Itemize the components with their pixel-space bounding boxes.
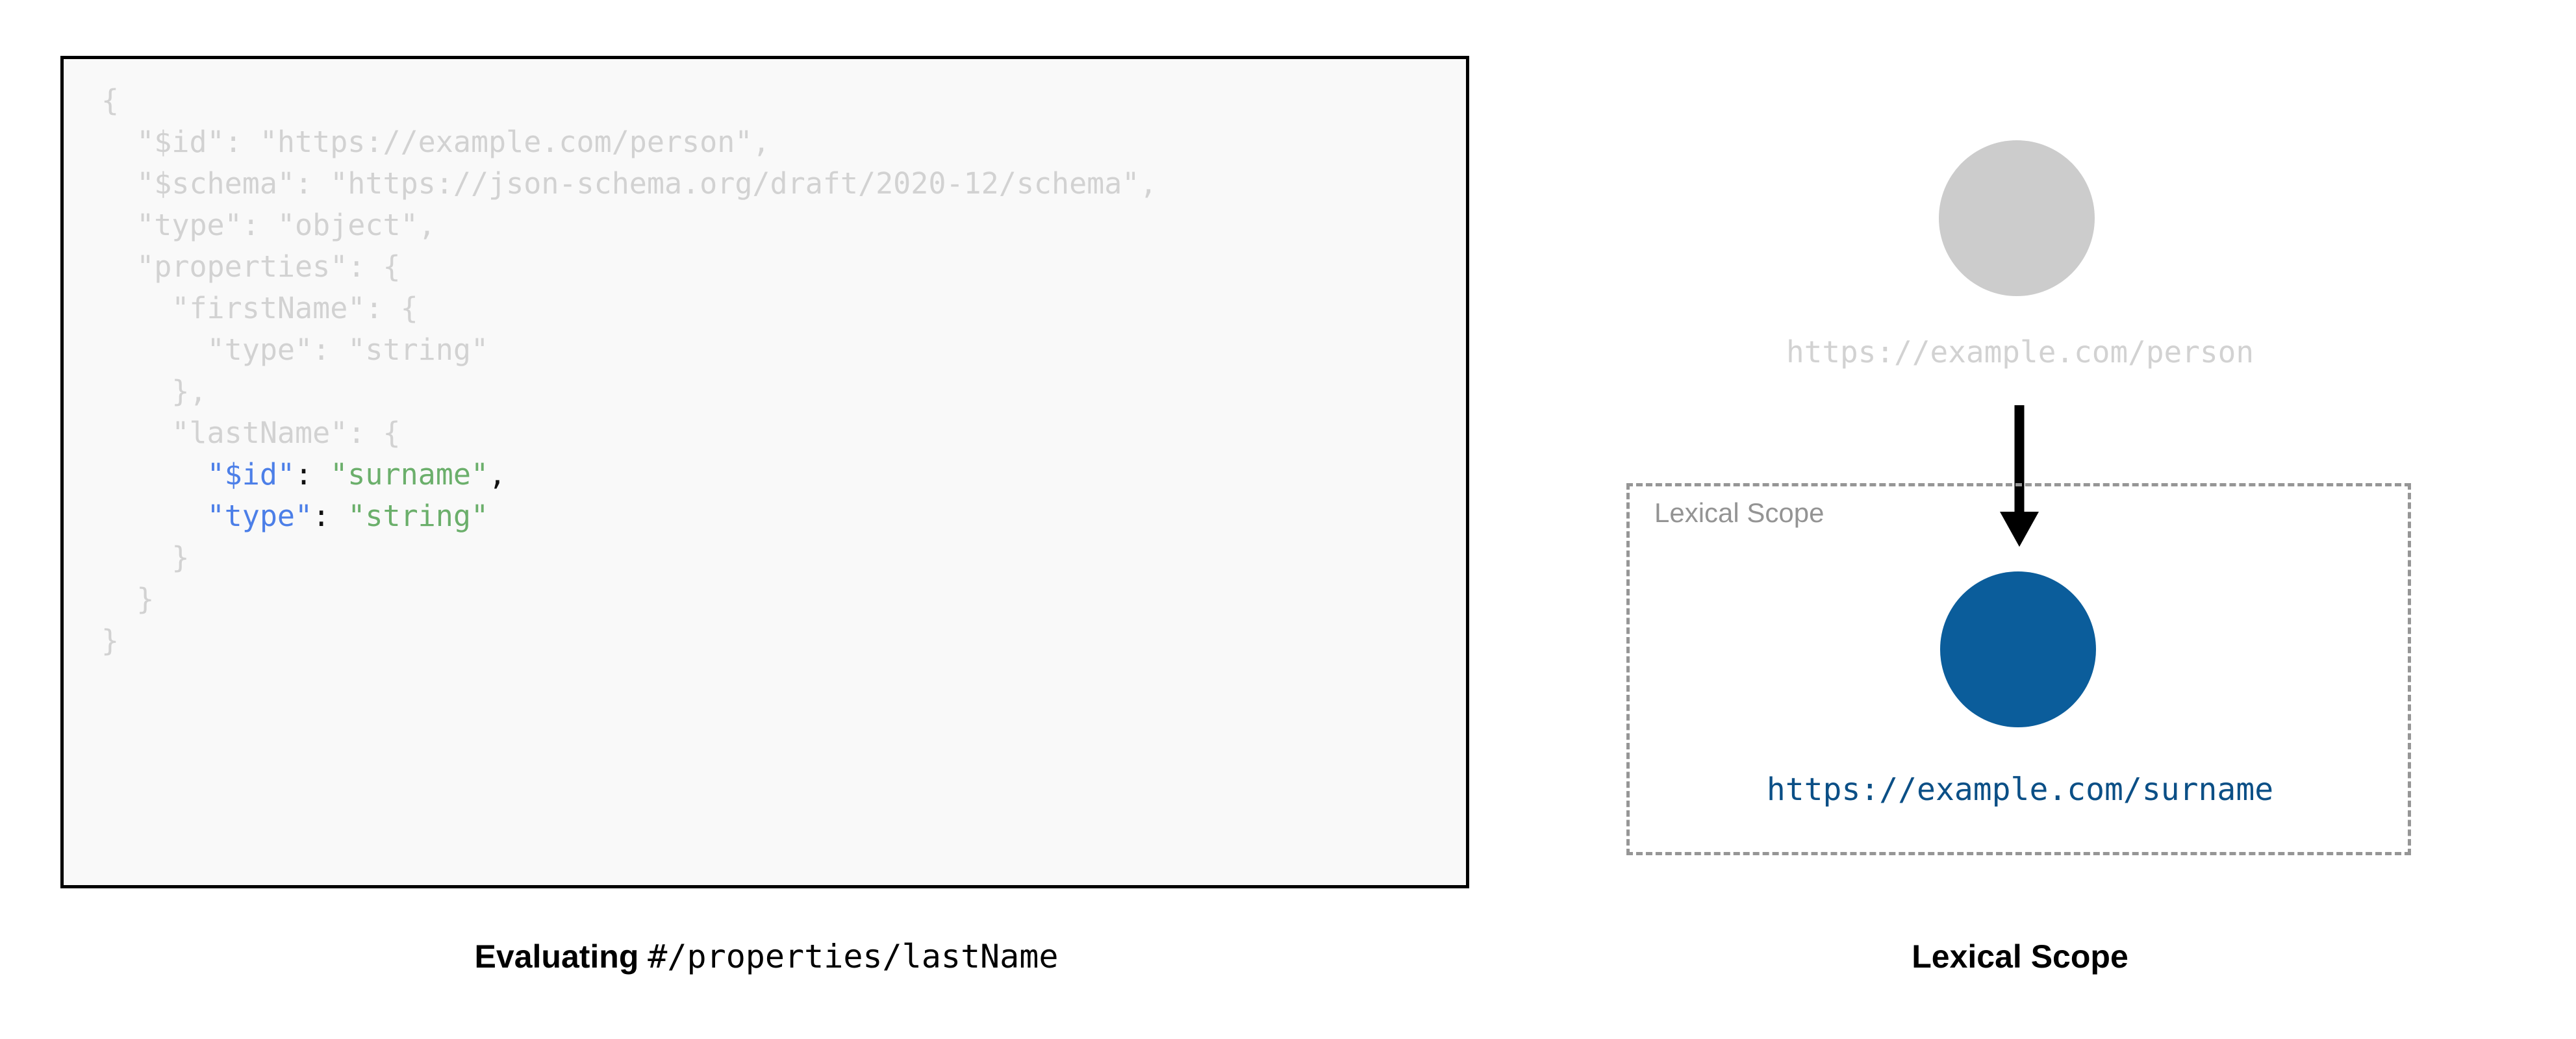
code-line: } [101,579,1157,620]
code-token-punct: } [101,623,120,658]
code-token-value: "object" [277,208,418,242]
left-caption-pointer: #/properties/lastName [648,938,1059,975]
parent-schema-node-label: https://example.com/person [1786,334,2254,369]
code-token-punct: }, [171,374,207,408]
left-caption: Evaluating #/properties/lastName [0,934,1533,979]
code-token-punct: : [295,166,331,201]
child-schema-node-label: https://example.com/surname [1766,771,2274,808]
code-line: } [101,537,1157,579]
code-line: "$id": "surname", [101,454,1157,495]
code-token-value: "https://json-schema.org/draft/2020-12/s… [330,166,1140,201]
code-token-punct: , [488,457,507,492]
code-token-key: "type" [207,332,313,367]
code-line: "type": "string" [101,495,1157,537]
lexical-scope-box-label: Lexical Scope [1654,497,1825,528]
code-token-key: "properties" [136,249,348,284]
scope-arrow-icon [2000,405,2039,547]
code-line: "type": "string" [101,329,1157,371]
code-token-key: "lastName" [171,416,348,450]
code-line: "$schema": "https://json-schema.org/draf… [101,163,1157,205]
code-token-punct: : [295,457,331,492]
code-line: } [101,620,1157,662]
code-token-punct: } [136,582,155,616]
code-token-punct: : [242,208,277,242]
code-token-punct: : { [365,291,418,325]
code-token-key: "type" [136,208,242,242]
code-line: "lastName": { [101,412,1157,454]
child-schema-node-circle [1940,571,2096,727]
code-token-value: "string" [347,499,489,533]
code-token-key: "$id" [136,125,225,159]
code-token-punct: , [418,208,436,242]
code-line: { [101,80,1157,121]
code-token-punct: , [752,125,770,159]
code-line: "type": "object", [101,205,1157,246]
code-token-punct: { [101,83,120,118]
code-token-punct: : [312,332,348,367]
code-token-punct: : { [347,416,401,450]
right-caption-text: Lexical Scope [1912,938,2128,975]
code-token-punct: : { [347,249,401,284]
code-line: }, [101,371,1157,412]
json-schema-code: { "$id": "https://example.com/person", "… [101,80,1157,662]
code-token-key: "type" [207,499,313,533]
code-token-value: "surname" [330,457,489,492]
code-token-key: "$id" [207,457,296,492]
code-line: "firstName": { [101,288,1157,329]
code-token-punct: } [171,540,190,575]
parent-schema-node-circle [1939,140,2095,296]
code-token-value: "https://example.com/person" [259,125,753,159]
code-token-punct: : [312,499,348,533]
right-caption: Lexical Scope [1559,934,2481,979]
code-token-value: "string" [347,332,489,367]
lexical-scope-boundary-box [1626,483,2411,855]
code-token-punct: , [1139,166,1157,201]
code-token-punct: : [224,125,260,159]
left-caption-bold: Evaluating [474,938,639,975]
code-line: "$id": "https://example.com/person", [101,121,1157,163]
code-token-key: "$schema" [136,166,296,201]
code-line: "properties": { [101,246,1157,288]
code-panel: { "$id": "https://example.com/person", "… [60,56,1469,888]
code-token-key: "firstName" [171,291,366,325]
